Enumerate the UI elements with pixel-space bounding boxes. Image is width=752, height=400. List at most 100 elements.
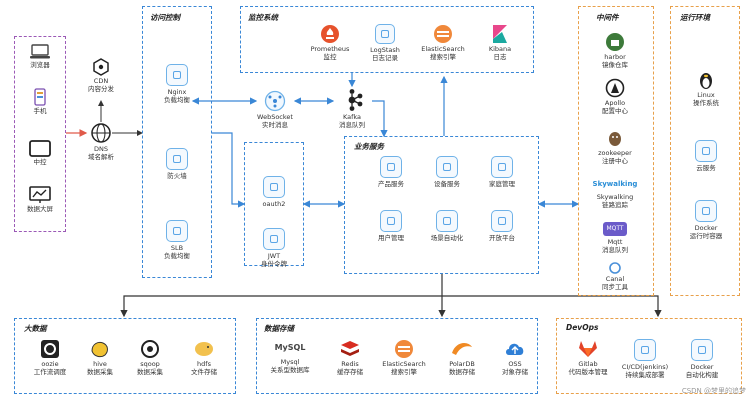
kafka-node: Kafka 消息队列 bbox=[324, 88, 380, 129]
bigdata-line2: 文件存储 bbox=[191, 368, 217, 376]
kibana-icon bbox=[493, 25, 507, 43]
slb-node: SLB 负载均衡 bbox=[149, 220, 205, 260]
middleware-item-apollo: Apollo 配置中心 bbox=[587, 78, 643, 115]
nginx-node: Nginx 负载均衡 bbox=[149, 64, 205, 104]
globe-icon bbox=[91, 123, 111, 143]
gitlab-icon bbox=[579, 341, 597, 357]
monitor-item-kibana: Kibana 日志 bbox=[472, 24, 528, 61]
skywalking-logo: Skywalking bbox=[592, 180, 638, 188]
business-item: 设备服务 bbox=[419, 156, 475, 188]
middleware-line2: 配置中心 bbox=[602, 107, 628, 115]
bigdata-line1: sqoop bbox=[140, 360, 160, 368]
websocket-line1: WebSocket bbox=[257, 113, 293, 121]
websocket-line2: 实时消息 bbox=[262, 121, 288, 129]
storage-line2: 关系型数据库 bbox=[270, 366, 310, 374]
middleware-item-harbor: harbor 镜像仓库 bbox=[587, 32, 643, 69]
business-item-label: 场景自动化 bbox=[430, 234, 464, 242]
middleware-line1: Mqtt bbox=[607, 238, 623, 246]
business-item: 家庭管理 bbox=[474, 156, 530, 188]
dns-line2: 域名解析 bbox=[88, 153, 114, 161]
devops-panel bbox=[556, 318, 742, 394]
business-item: 场景自动化 bbox=[419, 210, 475, 242]
business-item-label: 设备服务 bbox=[434, 180, 460, 188]
storage-line1: ElasticSearch bbox=[382, 360, 426, 368]
storage-line2: 对象存储 bbox=[502, 368, 528, 376]
client-phone: 手机 bbox=[12, 88, 68, 115]
access-control-title: 访问控制 bbox=[150, 13, 180, 22]
hadoop-elephant-icon bbox=[195, 342, 213, 356]
runtime-panel bbox=[670, 6, 740, 296]
apollo-icon bbox=[605, 78, 625, 98]
tablet-icon bbox=[29, 140, 51, 157]
middleware-title: 中间件 bbox=[596, 13, 619, 22]
monitor-item-line1: ElasticSearch bbox=[421, 45, 465, 53]
business-item: 产品服务 bbox=[363, 156, 419, 188]
business-item-label: 产品服务 bbox=[378, 180, 404, 188]
monitoring-panel bbox=[240, 6, 534, 73]
websocket-icon bbox=[264, 90, 286, 112]
bigdata-title: 大数据 bbox=[24, 324, 47, 333]
cdn-node: CDN 内容分发 bbox=[73, 58, 129, 93]
business-services-panel bbox=[344, 136, 539, 274]
devops-line2: 自动化构建 bbox=[685, 371, 719, 379]
monitor-item-line2: 日志记录 bbox=[372, 54, 398, 62]
slb-icon bbox=[166, 220, 188, 242]
storage-line1: Mysql bbox=[280, 358, 300, 366]
monitor-chart-icon bbox=[29, 186, 51, 203]
firewall-line1: 防火墙 bbox=[167, 172, 187, 180]
bigdata-line1: hdfs bbox=[197, 360, 211, 368]
monitor-item-line1: LogStash bbox=[370, 46, 400, 54]
service-icon bbox=[491, 156, 513, 178]
monitor-item-line1: Prometheus bbox=[310, 45, 350, 53]
service-icon bbox=[436, 156, 458, 178]
monitoring-title: 监控系统 bbox=[248, 13, 278, 22]
jwt-line1: JWT bbox=[267, 252, 281, 260]
sqoop-icon bbox=[141, 340, 159, 358]
runtime-title: 运行环境 bbox=[680, 13, 710, 22]
client-dashboard: 数据大屏 bbox=[12, 186, 68, 213]
storage-item-polardb: PolarDB 数据存储 bbox=[434, 339, 490, 376]
logstash-icon bbox=[375, 24, 395, 44]
monitor-item-line1: Kibana bbox=[488, 45, 512, 53]
service-icon bbox=[380, 156, 402, 178]
trunk-devops-line bbox=[442, 295, 662, 318]
middleware-line2: 链路追踪 bbox=[602, 201, 628, 209]
oauth-line1: oauth2 bbox=[262, 200, 286, 208]
bigdata-line1: oozie bbox=[41, 360, 59, 368]
storage-line2: 数据存储 bbox=[449, 368, 475, 376]
business-item: 开放平台 bbox=[474, 210, 530, 242]
oauth-node: oauth2 bbox=[246, 176, 302, 208]
devops-item-gitlab: Gitlab 代码版本管理 bbox=[560, 339, 616, 376]
bigdata-line1: hive bbox=[93, 360, 107, 368]
bigdata-item-hive: hive 数据采集 bbox=[72, 339, 128, 376]
devops-line1: Gitlab bbox=[578, 360, 598, 368]
middleware-item-skywalking: Skywalking Skywalking 链路追踪 bbox=[587, 180, 643, 209]
middleware-panel bbox=[578, 6, 654, 296]
cicd-icon bbox=[634, 339, 656, 361]
prometheus-icon bbox=[321, 25, 339, 43]
bigdata-line2: 数据采集 bbox=[87, 368, 113, 376]
devops-title: DevOps bbox=[566, 323, 599, 332]
storage-line1: PolarDB bbox=[449, 360, 475, 368]
jwt-line2: 身份令牌 bbox=[261, 260, 287, 268]
devops-item-docker: Docker 自动化构建 bbox=[674, 339, 730, 379]
cdn-line1: CDN bbox=[93, 77, 109, 85]
storage-item-redis: Redis 缓存存储 bbox=[322, 339, 378, 376]
kafka-line1: Kafka bbox=[342, 113, 362, 121]
runtime-item-docker: Docker 运行时容器 bbox=[678, 200, 734, 240]
linux-penguin-icon bbox=[700, 73, 712, 89]
docker-icon bbox=[695, 200, 717, 222]
kafka-icon bbox=[348, 89, 363, 111]
slb-line1: SLB bbox=[170, 244, 184, 252]
dns-line1: DNS bbox=[94, 145, 108, 153]
bigdata-item-sqoop: sqoop 数据采集 bbox=[122, 339, 178, 376]
runtime-line1: Docker bbox=[694, 224, 718, 232]
devops-line2: 持续集成部署 bbox=[625, 371, 665, 379]
middleware-item-canal: Canal 同步工具 bbox=[587, 262, 643, 291]
client-browser-label: 浏览器 bbox=[30, 61, 50, 69]
cdn-line2: 内容分发 bbox=[88, 85, 114, 93]
mqtt-logo: MQTT bbox=[603, 222, 627, 236]
cloud-upload-icon bbox=[506, 343, 524, 355]
nginx-line2: 负载均衡 bbox=[164, 96, 190, 104]
